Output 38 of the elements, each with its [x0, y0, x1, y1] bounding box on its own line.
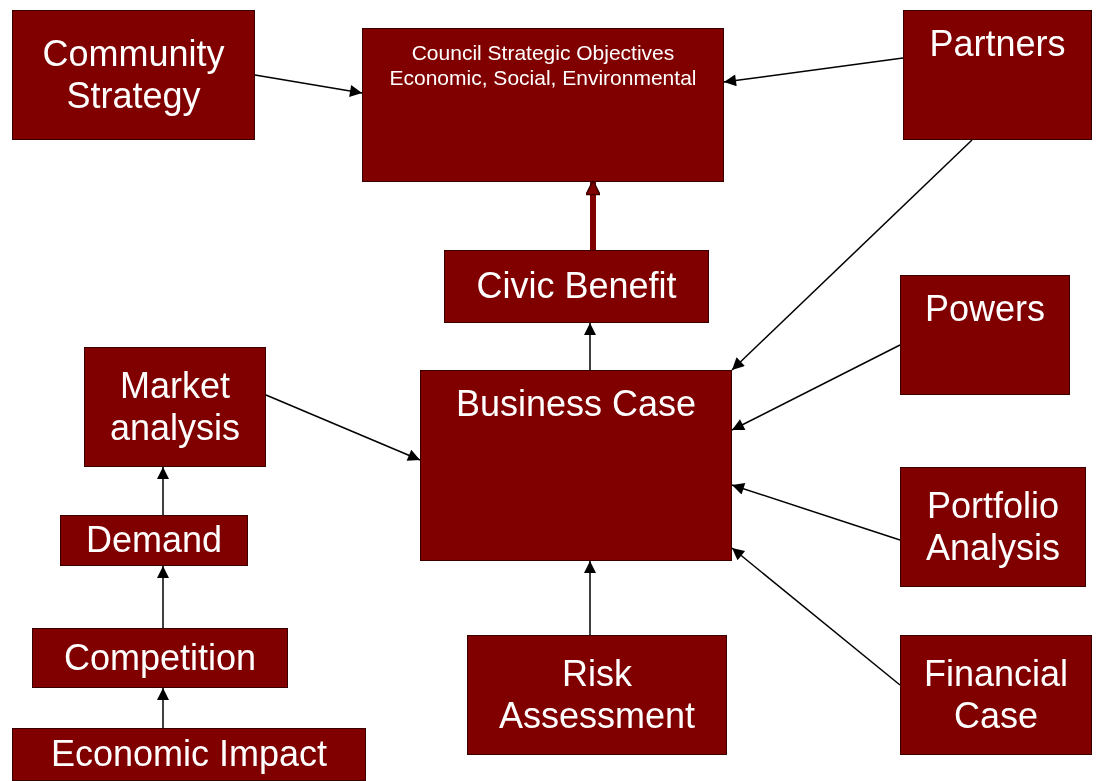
arrow	[157, 687, 169, 729]
arrow	[157, 565, 169, 629]
process-box	[900, 635, 1092, 755]
arrow	[731, 547, 901, 686]
arrow	[584, 322, 596, 371]
node-label: Demand	[85, 519, 223, 562]
process-box	[84, 347, 266, 467]
node-label: Risk Assessment	[497, 652, 697, 738]
process-box	[362, 28, 724, 182]
arrow	[265, 394, 421, 461]
arrow	[584, 560, 596, 636]
node-label: Partners	[929, 23, 1066, 66]
node-label: Council Strategic Objectives Economic, Social, Environmental	[388, 41, 698, 91]
process-box	[467, 635, 727, 755]
arrow	[731, 483, 901, 541]
process-box	[903, 10, 1092, 140]
node-label: Portfolio Analysis	[924, 484, 1062, 570]
process-box	[900, 275, 1070, 395]
arrow	[254, 74, 363, 97]
process-box	[420, 370, 732, 561]
process-box	[60, 515, 248, 566]
node-label: Powers	[924, 288, 1045, 331]
node-label: Financial Case	[922, 652, 1070, 738]
process-box	[900, 467, 1086, 587]
node-label: Market analysis	[108, 364, 242, 450]
process-box	[444, 250, 709, 323]
process-box	[12, 728, 366, 781]
arrow	[157, 466, 169, 516]
arrow	[723, 57, 904, 87]
node-label: Competition	[63, 636, 257, 680]
node-label: Civic Benefit	[476, 265, 677, 308]
arrow	[731, 344, 901, 431]
node-label: Community Strategy	[41, 32, 226, 118]
process-box	[12, 10, 255, 140]
process-box	[32, 628, 288, 688]
node-label: Business Case	[455, 383, 697, 426]
node-label: Economic Impact	[50, 733, 328, 776]
arrow	[731, 139, 973, 371]
